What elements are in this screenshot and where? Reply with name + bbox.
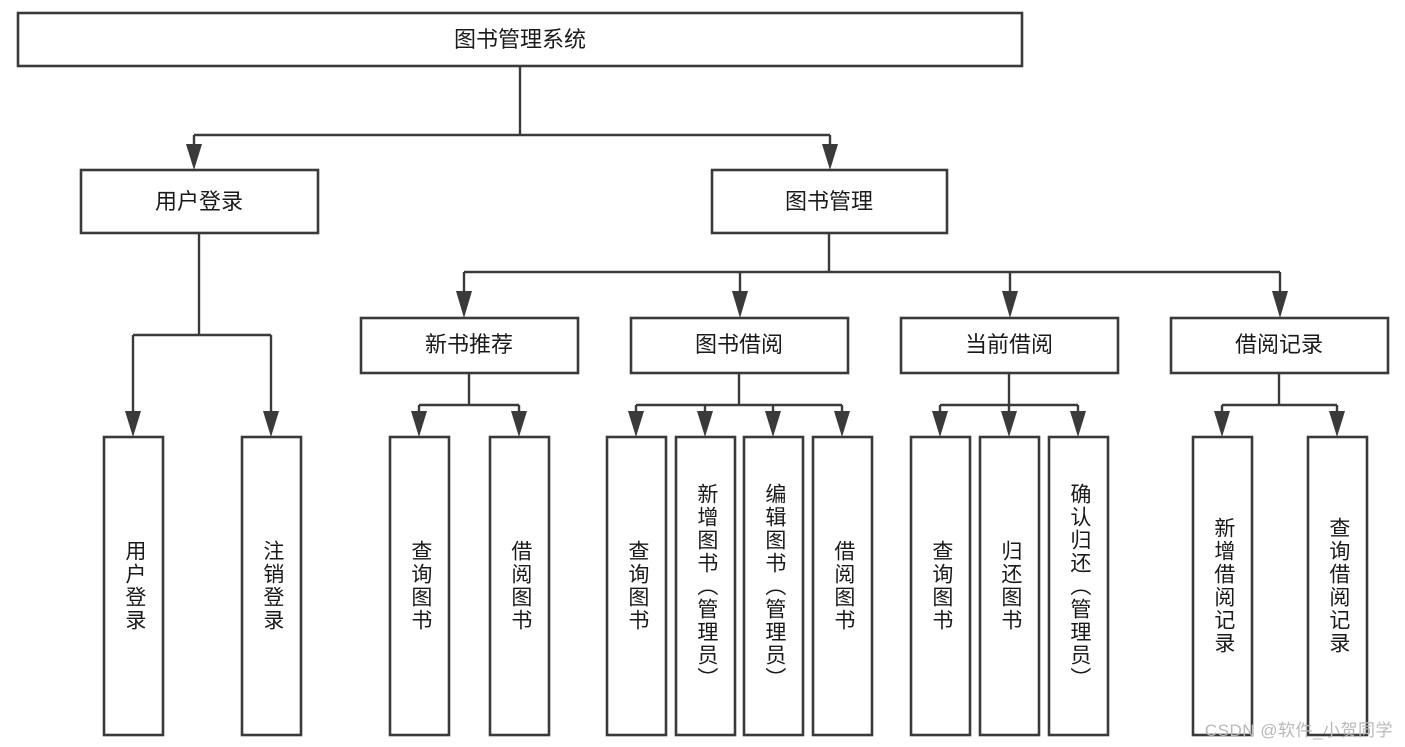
connector-newbook-to-leaves	[411, 374, 527, 437]
node-book-borrow-label: 图书借阅	[695, 332, 783, 357]
connector-bookborrow-to-leaves	[628, 374, 850, 437]
connector-currentborrow-to-leaves	[932, 374, 1086, 437]
node-borrow-record-box[interactable]	[1169, 316, 1390, 375]
leaf-box-logout[interactable]	[240, 435, 303, 737]
leaf-box-borrow-book-1[interactable]	[488, 435, 551, 737]
leaf-box-query-book-2[interactable]	[605, 435, 668, 737]
csdn-watermark: CSDN @软件_小贺同学	[1204, 721, 1393, 740]
leaf-box-query-book-1[interactable]	[388, 435, 451, 737]
leaf-box-confirm-return-admin[interactable]	[1047, 435, 1110, 737]
leaf-box-borrow-book-2[interactable]	[811, 435, 874, 737]
connector-root-to-level2	[186, 66, 838, 170]
connector-userlogin-to-leaves	[125, 234, 279, 437]
node-new-book-recommend-label: 新书推荐	[425, 332, 513, 357]
node-book-management-box[interactable]	[710, 168, 949, 235]
node-user-login-box[interactable]	[79, 168, 320, 235]
leaf-box-edit-book-admin[interactable]	[742, 435, 805, 737]
connector-bookmgmt-to-level3	[456, 234, 1288, 318]
node-borrow-record-label: 借阅记录	[1235, 332, 1323, 357]
leaf-box-query-book-3[interactable]	[909, 435, 972, 737]
leaf-box-user-login[interactable]	[102, 435, 165, 737]
node-root-box[interactable]	[16, 11, 1024, 68]
leaf-box-add-book-admin[interactable]	[674, 435, 737, 737]
node-book-management-label: 图书管理	[785, 189, 873, 214]
leaf-box-query-borrow-record[interactable]	[1306, 435, 1369, 737]
node-current-borrow-label: 当前借阅	[965, 332, 1053, 357]
node-user-login-label: 用户登录	[155, 189, 243, 214]
node-root-label: 图书管理系统	[454, 27, 586, 52]
node-new-book-recommend-box[interactable]	[359, 316, 580, 375]
connector-borrowrecord-to-leaves	[1214, 374, 1345, 437]
node-book-borrow-box[interactable]	[629, 316, 850, 375]
node-current-borrow-box[interactable]	[899, 316, 1120, 375]
leaf-box-add-borrow-record[interactable]	[1191, 435, 1254, 737]
leaf-box-return-book[interactable]	[978, 435, 1041, 737]
